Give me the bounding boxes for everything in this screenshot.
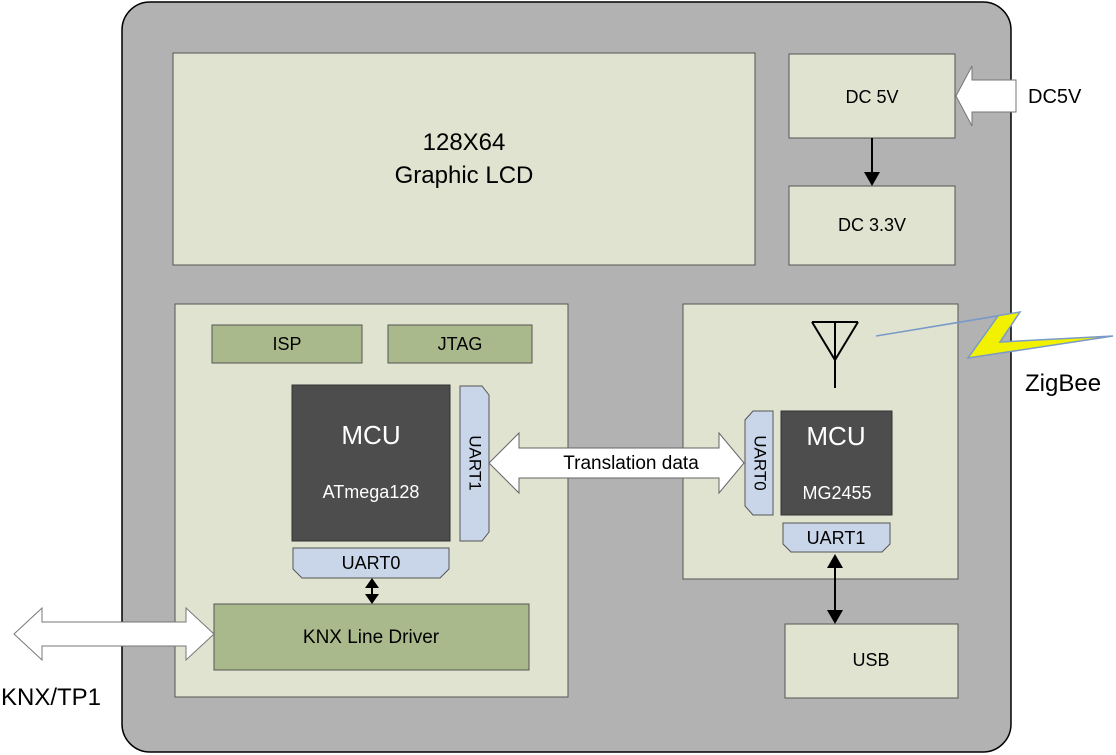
isp-label: ISP	[272, 334, 301, 354]
lcd-label-line1: 128X64	[423, 129, 506, 156]
atmega-uart1-label: UART1	[466, 435, 485, 490]
dc5v-input-label: DC5V	[1028, 86, 1082, 108]
jtag-header	[387, 324, 533, 364]
translation-data-arrow	[488, 431, 745, 495]
knx-bus-arrow	[13, 606, 215, 662]
knx-bus-label: KNX/TP1	[1, 684, 101, 711]
antenna-icon	[811, 321, 859, 388]
regulator-arrow	[864, 138, 880, 186]
usb-block	[784, 623, 959, 699]
lcd-label-line2: Graphic LCD	[395, 162, 534, 189]
mg2455-mcu-part: MG2455	[802, 483, 871, 503]
uart1-usb-arrow	[827, 554, 843, 624]
atmega-mcu-chip	[291, 384, 451, 542]
knx-line-driver-label: KNX Line Driver	[303, 627, 440, 648]
mg2455-mcu-title: MCU	[806, 421, 865, 451]
translation-data-label: Translation data	[563, 453, 699, 474]
atmega-uart0-label: UART0	[342, 553, 401, 573]
mg2455-uart0-label: UART0	[751, 435, 770, 490]
lcd-block	[172, 52, 756, 266]
usb-label: USB	[852, 650, 889, 670]
knx-line-driver	[213, 603, 530, 671]
uart0-driver-arrow	[365, 578, 379, 604]
jtag-label: JTAG	[438, 334, 483, 354]
atmega-mcu-part: ATmega128	[323, 482, 420, 502]
dc5v-block-label: DC 5V	[845, 87, 898, 107]
mg2455-mcu-chip	[780, 410, 893, 516]
dc5v-input-arrow	[955, 65, 1017, 127]
atmega-mcu-title: MCU	[341, 420, 400, 450]
mg2455-uart1-port	[782, 522, 891, 553]
zigbee-wireless-label: ZigBee	[1025, 370, 1101, 397]
dc5v-block	[788, 53, 956, 139]
lightning-bolt-icon	[875, 310, 1114, 360]
isp-header	[211, 324, 363, 364]
mg2455-uart1-label: UART1	[807, 528, 866, 548]
dc33v-block-label: DC 3.3V	[838, 215, 906, 235]
atmega-uart1-port	[459, 385, 490, 542]
mg2455-uart0-port	[744, 410, 774, 516]
atmega-uart0-port	[292, 547, 450, 579]
